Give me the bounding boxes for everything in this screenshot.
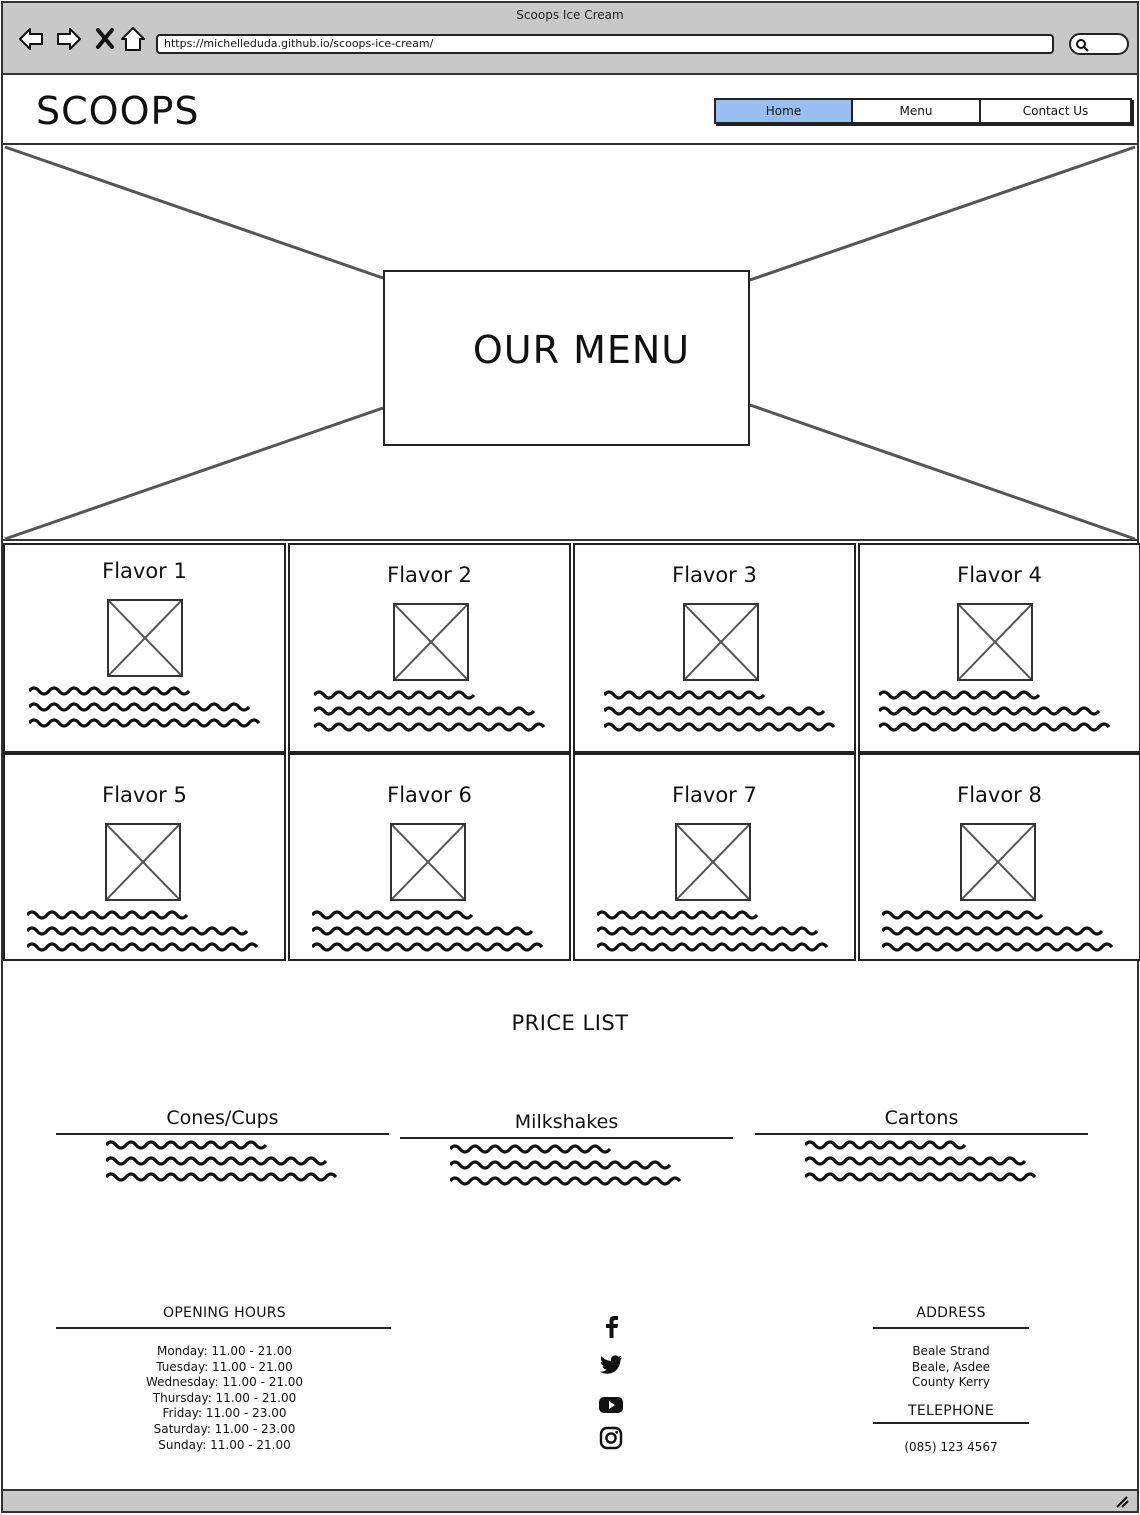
flavor-image-placeholder [957, 603, 1033, 681]
hours-line: Tuesday: 11.00 - 21.00 [156, 1359, 293, 1374]
flavor-title: Flavor 5 [102, 783, 187, 807]
flavor-card-3[interactable]: Flavor 3 [573, 543, 856, 753]
hours-line: Monday: 11.00 - 21.00 [156, 1344, 293, 1358]
site-logo[interactable]: SCOOPS [36, 89, 200, 133]
hero-title-box: OUR MENU [383, 270, 750, 446]
address-block: Beale Strand Beale, Asdee County Kerry [873, 1344, 1029, 1391]
address-line: Beale Strand [912, 1344, 990, 1358]
flavor-card-4[interactable]: Flavor 4 [858, 543, 1140, 753]
opening-hours-heading: OPENING HOURS [163, 1305, 286, 1321]
hours-line: Saturday: 11.00 - 23.00 [153, 1421, 296, 1436]
lorem-text-scribble [882, 910, 1114, 952]
flavor-card-7[interactable]: Flavor 7 [573, 753, 856, 961]
divider [56, 1133, 389, 1135]
flavor-image-placeholder [675, 823, 751, 901]
hours-line: Thursday: 11.00 - 21.00 [152, 1390, 297, 1405]
flavor-image-placeholder [390, 823, 466, 901]
price-column-cartons: Cartons [755, 1107, 1088, 1182]
resize-grip-icon[interactable] [1115, 1496, 1129, 1508]
lorem-text-scribble [312, 910, 544, 952]
address-line: Beale, Asdee [911, 1359, 991, 1374]
price-column-heading: Milkshakes [514, 1111, 619, 1133]
twitter-icon[interactable] [598, 1352, 624, 1378]
nav-contact-us[interactable]: Contact Us [1022, 104, 1089, 118]
divider [873, 1422, 1029, 1424]
flavor-card-2[interactable]: Flavor 2 [288, 543, 571, 753]
price-column-cones: Cones/Cups [56, 1107, 389, 1182]
flavor-image-placeholder [960, 823, 1036, 901]
flavor-image-placeholder [105, 823, 181, 901]
divider [755, 1133, 1088, 1135]
main-nav: Home Menu Contact Us [714, 98, 1132, 124]
instagram-icon[interactable] [598, 1425, 624, 1451]
flavor-image-placeholder [683, 603, 759, 681]
price-column-milkshakes: Milkshakes [400, 1111, 733, 1186]
address-heading: ADDRESS [916, 1305, 986, 1321]
hours-line: Friday: 11.00 - 23.00 [162, 1406, 287, 1421]
divider [56, 1327, 391, 1329]
back-arrow-icon[interactable] [17, 25, 45, 53]
browser-chrome: Scoops Ice Cream https://michelleduda.gi… [3, 3, 1137, 75]
browser-status-bar [3, 1489, 1137, 1511]
price-column-heading: Cones/Cups [166, 1107, 279, 1129]
price-list-title: PRICE LIST [511, 1011, 629, 1035]
youtube-icon[interactable] [598, 1392, 624, 1418]
lorem-text-scribble [106, 1140, 338, 1182]
flavor-title: Flavor 6 [387, 783, 472, 807]
flavor-title: Flavor 3 [672, 563, 757, 587]
flavor-card-6[interactable]: Flavor 6 [288, 753, 571, 961]
hero-title: OUR MENU [472, 328, 691, 372]
flavor-image-placeholder [393, 603, 469, 681]
divider [400, 1137, 733, 1139]
flavor-title: Flavor 4 [957, 563, 1042, 587]
flavor-title: Flavor 7 [672, 783, 757, 807]
opening-hours-list: Monday: 11.00 - 21.00 Tuesday: 11.00 - 2… [58, 1344, 391, 1453]
address-bar[interactable]: https://michelleduda.github.io/scoops-ic… [156, 34, 1054, 54]
browser-search-box[interactable] [1069, 33, 1129, 55]
search-icon [1076, 39, 1089, 52]
hours-line: Sunday: 11.00 - 21.00 [158, 1437, 291, 1452]
facebook-icon[interactable] [599, 1313, 625, 1339]
lorem-text-scribble [27, 910, 259, 952]
flavor-image-placeholder [107, 599, 183, 677]
lorem-text-scribble [29, 686, 261, 728]
lorem-text-scribble [604, 690, 836, 732]
telephone-number[interactable]: (085) 123 4567 [904, 1440, 998, 1454]
site-header: SCOOPS Home Menu Contact Us [3, 75, 1137, 145]
hero-image-placeholder: OUR MENU [3, 145, 1137, 541]
lorem-text-scribble [450, 1144, 682, 1186]
lorem-text-scribble [879, 690, 1111, 732]
nav-home[interactable]: Home [716, 100, 853, 122]
forward-arrow-icon[interactable] [55, 25, 83, 53]
divider [873, 1327, 1029, 1329]
flavor-title: Flavor 8 [957, 783, 1042, 807]
lorem-text-scribble [314, 690, 546, 732]
nav-menu[interactable]: Menu [853, 100, 981, 122]
window-title: Scoops Ice Cream [516, 8, 624, 22]
lorem-text-scribble [597, 910, 829, 952]
close-icon[interactable] [91, 25, 119, 53]
flavor-card-1[interactable]: Flavor 1 [3, 543, 286, 753]
home-icon[interactable] [119, 25, 147, 53]
flavor-card-5[interactable]: Flavor 5 [3, 753, 286, 961]
hours-line: Wednesday: 11.00 - 21.00 [145, 1375, 304, 1390]
flavor-card-8[interactable]: Flavor 8 [858, 753, 1140, 961]
flavor-title: Flavor 1 [102, 559, 187, 583]
lorem-text-scribble [805, 1140, 1037, 1182]
flavor-title: Flavor 2 [387, 563, 472, 587]
price-column-heading: Cartons [884, 1107, 959, 1129]
telephone-heading: TELEPHONE [907, 1403, 995, 1419]
address-line: County Kerry [912, 1375, 990, 1390]
hero-placeholder-cross [4, 145, 1136, 541]
